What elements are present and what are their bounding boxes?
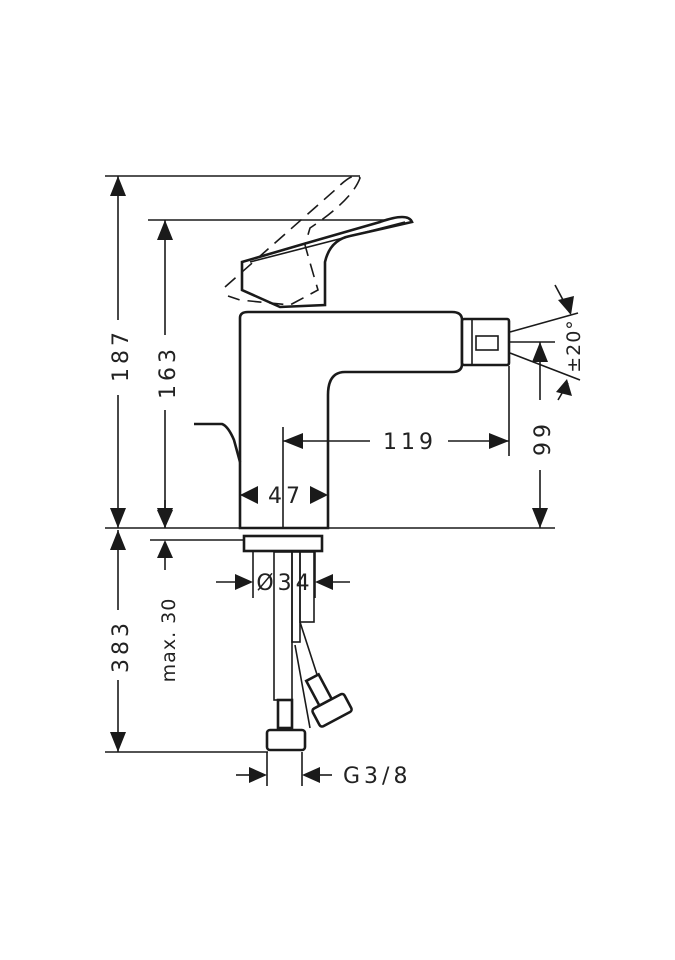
label-47: 47 [268,484,304,509]
dimension-hose-length: 383 [109,530,134,752]
dimension-max-deck-thickness: max. 30 [157,500,180,682]
label-max-30: max. 30 [158,598,180,683]
dimension-swivel-angle: ±20° [509,284,585,401]
aerator-nozzle [460,317,511,367]
label-383: 383 [109,619,134,673]
hoses [265,551,353,752]
label-angle: ±20° [563,319,585,373]
label-99: 99 [531,420,556,456]
label-diameter: Ø34 [256,571,313,596]
dimension-body-width: 47 [240,484,328,509]
dimension-total-height: 187 [109,176,134,528]
lever-open-position [224,174,361,306]
dimension-thread: G3/8 [236,752,411,789]
reference-lines [105,175,555,753]
label-187: 187 [109,328,134,382]
label-163: 163 [156,345,181,399]
label-119: 119 [383,430,437,455]
dimension-hole-diameter: Ø34 [216,550,350,598]
dimension-spout-height: 163 [156,220,181,528]
dimension-outlet-height: 99 [510,341,556,528]
dimension-spout-projection: 119 [282,366,510,528]
label-thread: G3/8 [343,764,411,789]
lever-handle [240,215,414,309]
pop-up-rod [194,422,242,463]
faucet-body [194,174,511,752]
base-ring [242,534,324,553]
